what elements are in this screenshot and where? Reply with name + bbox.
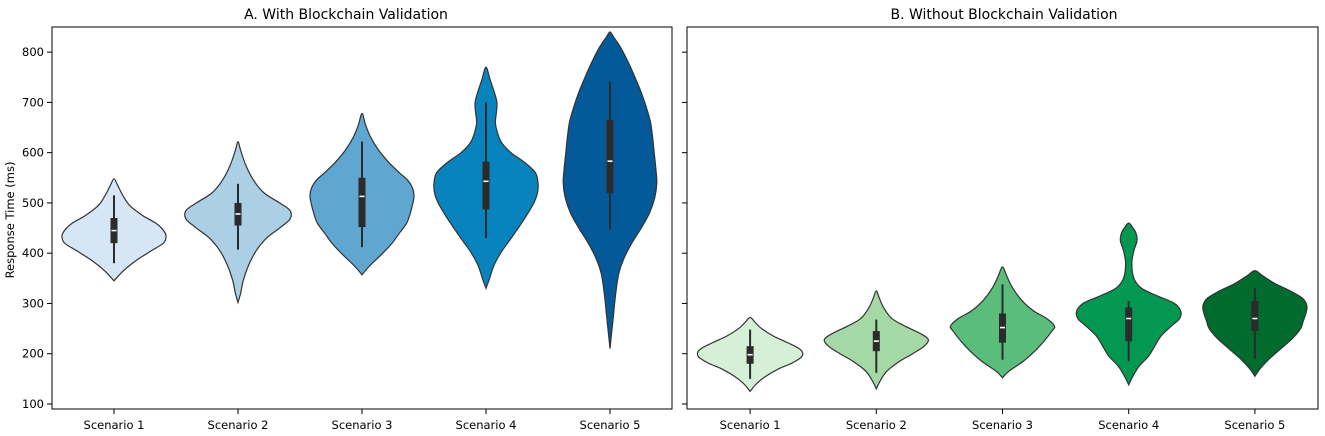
panel-b-title: B. Without Blockchain Validation	[890, 7, 1117, 23]
x-tick-label: Scenario 2	[846, 418, 907, 432]
x-tick-label: Scenario 3	[972, 418, 1033, 432]
violin-iqr-box	[1125, 307, 1133, 342]
panel-a-violins	[61, 31, 658, 349]
violin-iqr-box	[1251, 300, 1259, 332]
violin-iqr-box	[482, 161, 490, 210]
panel-a-x-ticks: Scenario 1 Scenario 2 Scenario 3 Scenario 4…	[84, 409, 641, 432]
y-tick-label: 700	[22, 95, 44, 109]
y-tick-label: 400	[22, 246, 44, 260]
y-axis-label: Response Time (ms)	[3, 162, 17, 279]
y-tick-label: 500	[22, 196, 44, 210]
panel-a-y-ticks: 100 200 300 400 500 600 700 800	[22, 45, 52, 411]
panel-b-frame	[686, 26, 1319, 410]
x-tick-label: Scenario 3	[332, 418, 393, 432]
x-tick-label: Scenario 5	[580, 418, 641, 432]
y-tick-label: 300	[22, 296, 44, 310]
panel-a-title: A. With Blockchain Validation	[244, 7, 448, 23]
panel-a-frame	[51, 26, 673, 410]
panel-b: B. Without Blockchain Validation Scenari…	[682, 7, 1319, 432]
violin-iqr-box	[358, 177, 366, 228]
panel-b-y-ticks	[682, 51, 687, 405]
x-tick-label: Scenario 5	[1224, 418, 1285, 432]
y-tick-label: 200	[22, 347, 44, 361]
panel-b-x-ticks: Scenario 1 Scenario 2 Scenario 3 Scenario 4…	[720, 409, 1285, 432]
y-tick-label: 100	[22, 397, 44, 411]
y-tick-label: 600	[22, 146, 44, 160]
x-tick-label: Scenario 2	[208, 418, 269, 432]
y-tick-label: 800	[22, 45, 44, 59]
x-tick-label: Scenario 1	[84, 418, 145, 432]
x-tick-label: Scenario 1	[720, 418, 781, 432]
panel-b-violins	[696, 222, 1308, 393]
panel-a: A. With Blockchain Validation Response T…	[3, 7, 673, 432]
x-tick-label: Scenario 4	[456, 418, 517, 432]
violin-iqr-box	[606, 119, 614, 193]
x-tick-label: Scenario 4	[1098, 418, 1159, 432]
